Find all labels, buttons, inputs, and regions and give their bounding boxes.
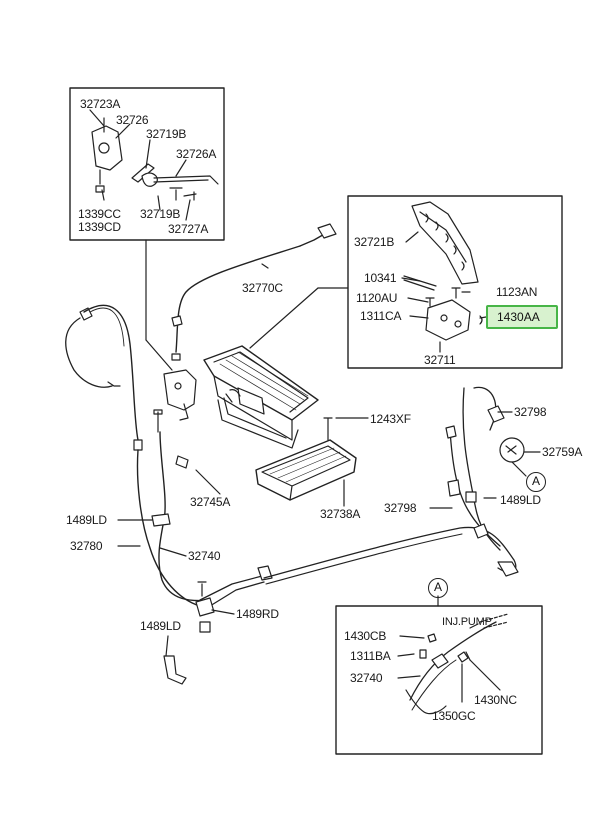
label-32723A: 32723A [80, 97, 121, 111]
label-1430AA: 1430AA [497, 310, 540, 324]
label-32798-top: 32798 [514, 405, 547, 419]
label-1489LD-left: 1489LD [66, 513, 107, 527]
label-1311BA: 1311BA [350, 649, 391, 663]
label-32727A: 32727A [168, 222, 209, 236]
pedal-pad [256, 418, 368, 506]
label-32711: 32711 [424, 353, 456, 367]
label-1350GC: 1350GC [432, 709, 476, 723]
label-32726: 32726 [116, 113, 149, 127]
throttle-cable [172, 224, 336, 360]
right-cable-loop [430, 387, 540, 550]
label-32740-main: 32740 [188, 549, 221, 563]
label-10341: 10341 [364, 271, 397, 285]
section-marker-a-detail[interactable]: A [428, 578, 448, 598]
label-1430CB: 1430CB [344, 629, 387, 643]
accelerator-pedal [204, 346, 318, 448]
label-32770C: 32770C [242, 281, 283, 295]
label-1430NC: 1430NC [474, 693, 517, 707]
label-32780: 32780 [70, 539, 103, 553]
label-1489RD: 1489RD [236, 607, 279, 621]
label-1489LD-right: 1489LD [500, 493, 541, 507]
label-32740-detail: 32740 [350, 671, 383, 685]
detail-box-top-left [70, 88, 224, 370]
label-1489LD-bottom: 1489LD [140, 619, 181, 633]
label-32798-bottom: 32798 [384, 501, 417, 515]
label-32759A: 32759A [542, 445, 583, 459]
label-1243XF: 1243XF [370, 412, 411, 426]
highlighted-part-1430AA[interactable]: 1430AA [486, 305, 558, 329]
lower-cable-assembly [66, 305, 518, 684]
label-inj-pump: INJ.PUMP [442, 616, 492, 628]
label-32745A: 32745A [190, 495, 231, 509]
label-32738A: 32738A [320, 507, 361, 521]
label-1120AU: 1120AU [356, 291, 398, 305]
label-32719B-top: 32719B [146, 127, 187, 141]
label-1311CA: 1311CA [360, 309, 402, 323]
label-32719B-bottom: 32719B [140, 207, 181, 221]
detail-box-bottom-right [336, 596, 542, 754]
label-32721B: 32721B [354, 235, 395, 249]
label-1339CD: 1339CD [78, 220, 121, 234]
label-1339CC: 1339CC [78, 207, 121, 221]
section-marker-a-cable[interactable]: A [526, 472, 546, 492]
label-1123AN: 1123AN [496, 285, 538, 299]
label-32726A: 32726A [176, 147, 217, 161]
cable-bracket [164, 370, 196, 420]
detail-box-right [348, 196, 562, 368]
